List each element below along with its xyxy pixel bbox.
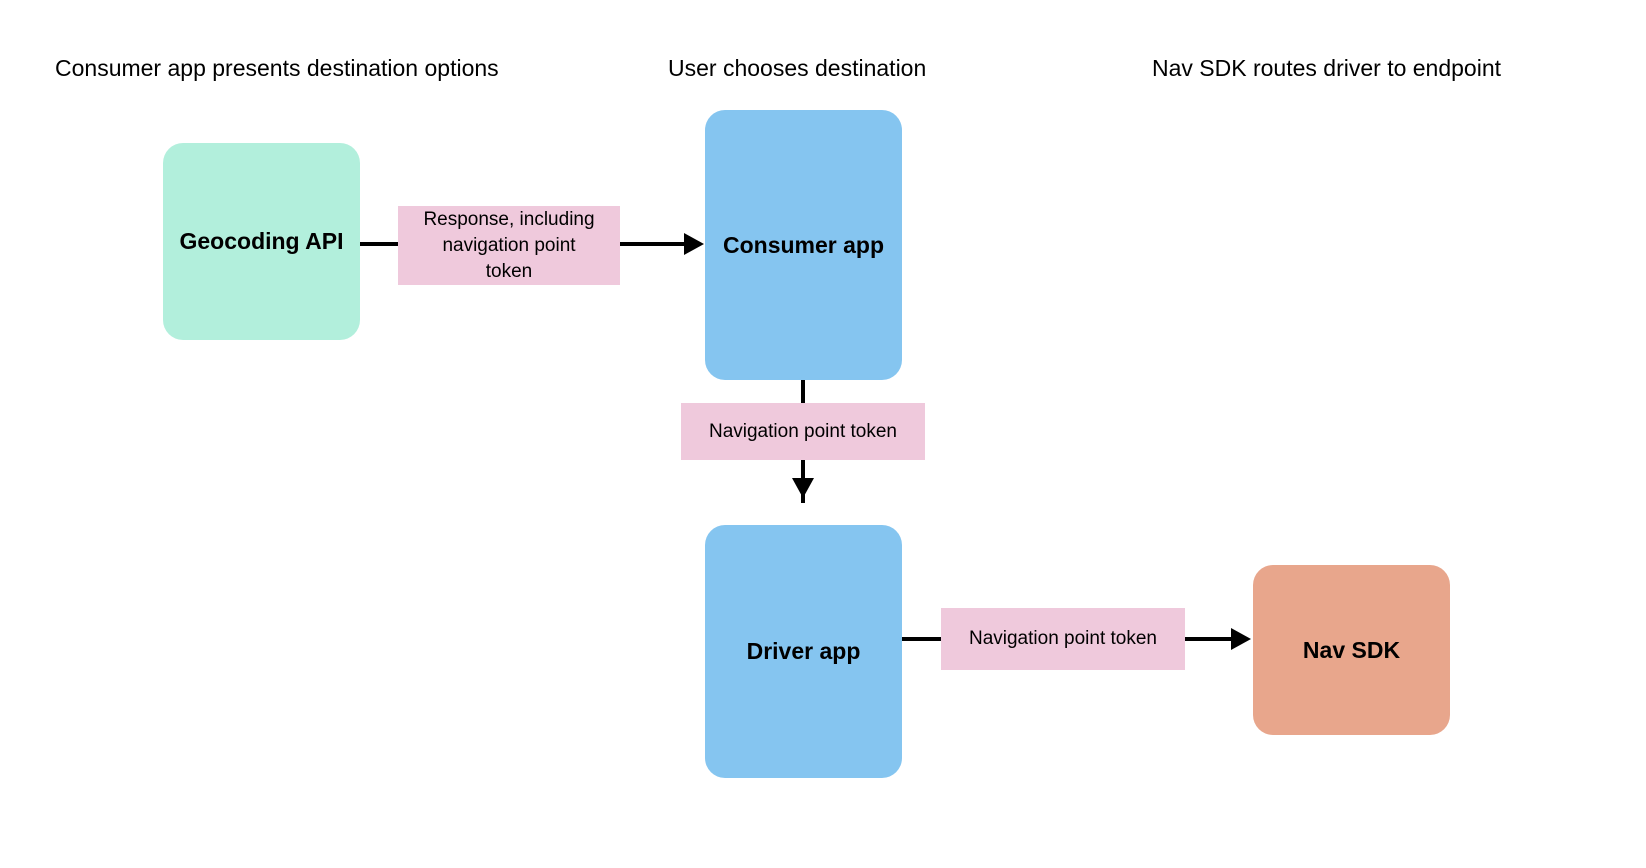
column-header-user-chooses: User chooses destination (668, 55, 927, 81)
node-nav-sdk-label: Nav SDK (1302, 636, 1401, 663)
edge-label-navigation-point-token-bottom-text: Navigation point token (968, 628, 1157, 649)
edge-label-line-2: navigation point (442, 234, 576, 256)
edge-label-navigation-point-token-middle-text: Navigation point token (708, 420, 897, 442)
edge-label-navigation-point-token-middle: Navigation point token (681, 403, 925, 460)
column-header-nav-sdk: Nav SDK routes driver to endpoint (1152, 55, 1502, 81)
node-nav-sdk[interactable]: Nav SDK (1253, 565, 1450, 735)
connector-label-to-navsdk (1185, 637, 1233, 641)
arrowhead-right-icon (1231, 628, 1251, 650)
edge-label-navigation-point-token-bottom: Navigation point token (941, 608, 1185, 670)
node-consumer-app[interactable]: Consumer app (705, 110, 902, 380)
column-header-consumer-app: Consumer app presents destination option… (55, 55, 499, 81)
node-driver-app[interactable]: Driver app (705, 525, 902, 778)
edge-label-response-text: Response, including navigation point tok… (423, 207, 594, 285)
connector-geocoding-to-label (360, 242, 400, 246)
edge-label-line-1: Response, including (423, 208, 595, 230)
arrowhead-right-icon (684, 233, 704, 255)
node-geocoding-api[interactable]: Geocoding API (163, 143, 360, 340)
arrowhead-down-icon (792, 478, 814, 498)
edge-label-response-including-navigation-point-token: Response, including navigation point tok… (398, 206, 620, 285)
node-driver-app-label: Driver app (746, 638, 861, 664)
node-geocoding-api-label: Geocoding API (179, 228, 344, 254)
node-consumer-app-label: Consumer app (722, 231, 885, 258)
connector-label-to-consumer (620, 242, 686, 246)
connector-driver-to-label (902, 637, 942, 641)
edge-label-line-3: token (485, 260, 533, 282)
